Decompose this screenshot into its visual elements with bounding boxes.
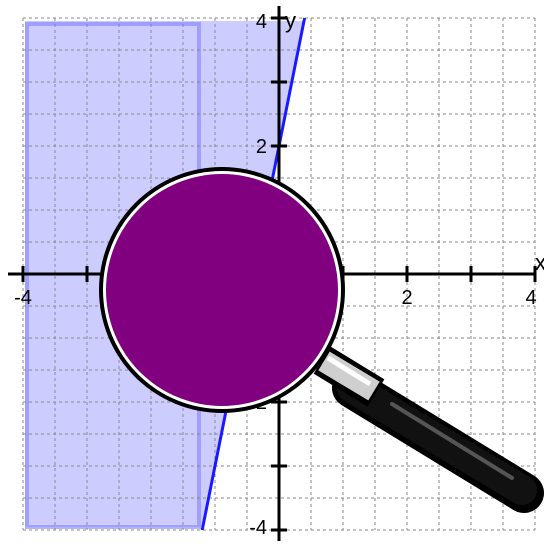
magnifier-lens [106, 174, 338, 406]
magnifier-handle-highlight [390, 402, 514, 480]
magnifier-collar-metal [318, 351, 380, 401]
x-tick-label: 4 [525, 287, 536, 309]
y-tick-label: -4 [249, 517, 267, 539]
magnifier-collar-shine [326, 355, 372, 387]
magnifying-glass-icon [99, 167, 544, 513]
y-axis-name: y [285, 8, 296, 33]
y-tick-label: 4 [256, 11, 267, 33]
x-axis-name: x [535, 250, 544, 275]
y-tick-label: 2 [256, 136, 267, 158]
x-tick-label: -4 [14, 287, 32, 309]
magnifier-handle [337, 373, 537, 505]
x-tick-label: 2 [401, 287, 412, 309]
